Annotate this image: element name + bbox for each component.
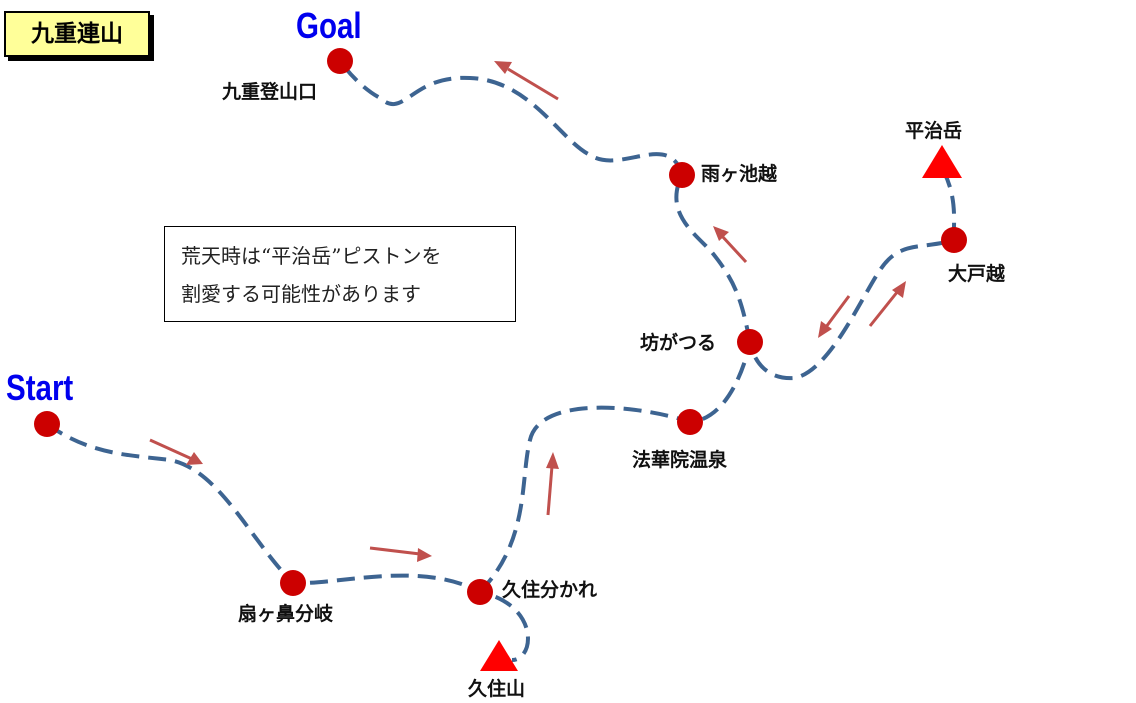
waypoint-kujuu-wakare[interactable]: [467, 579, 493, 605]
waypoint-hokkein-onsen[interactable]: [677, 409, 703, 435]
note-line-1: 荒天時は“平治岳”ピストンを: [181, 244, 442, 268]
peak-kujuusan-triangle[interactable]: [480, 640, 518, 671]
arrow-start: [149, 438, 203, 465]
start-label: Start: [6, 367, 74, 408]
label-senogahana-bunki: 扇ヶ鼻分岐: [238, 603, 334, 625]
goal-label: Goal: [296, 5, 362, 46]
arrow-ootogoe-down: [818, 295, 851, 338]
label-bougatsuru: 坊がつる: [640, 332, 717, 354]
map-title: 九重連山: [4, 11, 150, 57]
arrow-wakare-up: [546, 452, 559, 516]
label-kujuusan: 久住山: [468, 678, 526, 700]
peak-hiijidake-triangle[interactable]: [922, 145, 962, 178]
waypoint-bougatsuru[interactable]: [737, 329, 763, 355]
label-hokkein-onsen: 法華院温泉: [632, 449, 728, 471]
arrow-bougatsuru-up: [713, 226, 748, 264]
waypoint-senogahana-bunki[interactable]: [280, 570, 306, 596]
label-kujuu-tozanguchi: 九重登山口: [222, 81, 318, 103]
waypoint-ootogoe[interactable]: [941, 227, 967, 253]
waypoint-amagaike-goe[interactable]: [669, 162, 695, 188]
waypoints: [34, 48, 967, 605]
arrow-ootogoe-up: [868, 281, 906, 327]
trail-path: [45, 59, 957, 662]
waypoint-goal[interactable]: [327, 48, 353, 74]
weather-note: 荒天時は“平治岳”ピストンを 割愛する可能性があります: [164, 226, 516, 322]
arrow-senogahana: [369, 546, 432, 562]
label-kujuu-wakare: 久住分かれ: [502, 579, 598, 601]
label-hiijidake: 平治岳: [905, 120, 963, 142]
note-line-2: 割愛する可能性があります: [181, 282, 421, 306]
waypoint-start[interactable]: [34, 411, 60, 437]
label-amagaike-goe: 雨ヶ池越: [701, 163, 778, 185]
arrow-goal: [494, 61, 559, 101]
direction-arrows: [149, 61, 906, 562]
label-ootogoe: 大戸越: [948, 263, 1006, 285]
